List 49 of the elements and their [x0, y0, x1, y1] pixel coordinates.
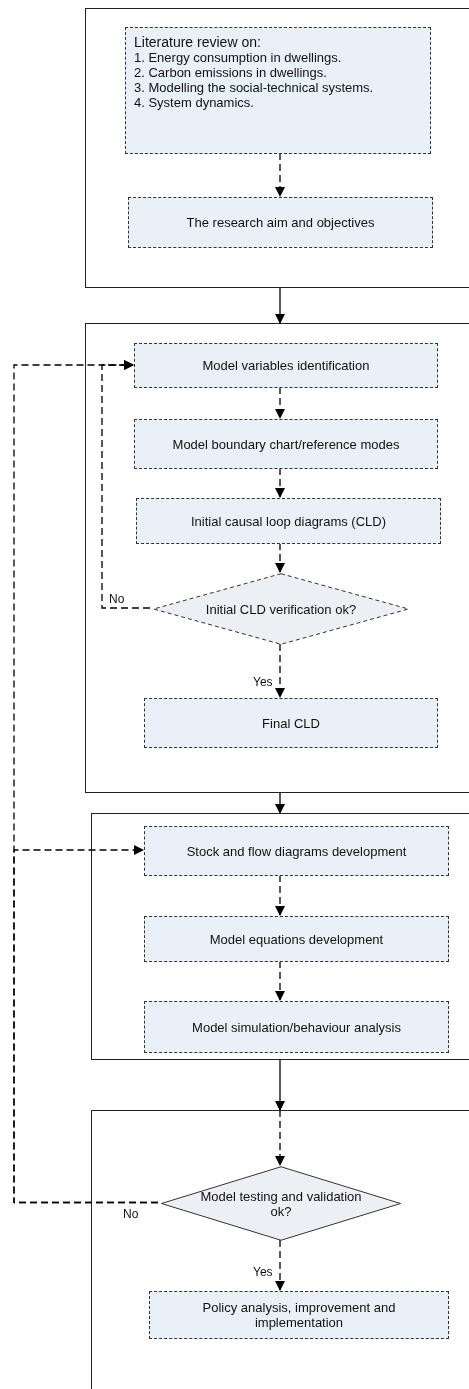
decision-diamond [159, 1166, 403, 1241]
decision-diamond [151, 573, 411, 645]
arrow [275, 792, 285, 814]
step-text: Stock and flow diagrams development [186, 843, 407, 859]
arrow [275, 1109, 285, 1166]
edge-label: Yes [252, 676, 274, 689]
step-text: Model testing and validation ok? [199, 1188, 363, 1219]
edge-label: No [108, 593, 126, 606]
step-text: Model boundary chart/reference modes [172, 436, 400, 452]
list-item: 4. System dynamics. [134, 95, 254, 110]
arrow [275, 152, 285, 197]
arrow [275, 960, 285, 1001]
arrow [275, 643, 285, 698]
process-box [149, 1291, 449, 1339]
step-text: Policy analysis, improvement and implementation [201, 1300, 397, 1330]
process-box [134, 419, 438, 469]
step-text: Initial causal loop diagrams (CLD) [190, 513, 387, 529]
process-box [144, 916, 449, 962]
stage-frame [91, 813, 469, 1060]
process-box [144, 698, 438, 748]
list-item: 3. Modelling the social-technical systems. [134, 80, 374, 95]
process-box [128, 197, 433, 248]
stage-frame [85, 323, 469, 793]
step-text: Final CLD [262, 715, 320, 731]
edge-label: No [122, 1208, 140, 1221]
arrow [275, 467, 285, 498]
step-text: The research aim and objectives [186, 215, 375, 230]
arrow [13, 360, 159, 1204]
step-text: Model equations development [209, 931, 384, 947]
stage-frame [85, 8, 469, 288]
process-box [144, 1001, 449, 1053]
arrow [275, 287, 285, 324]
process-box [136, 498, 441, 544]
process-box [134, 343, 438, 388]
process-box [125, 27, 431, 154]
heading-text: Literature review on: [134, 34, 261, 50]
step-text: Model variables identification [202, 358, 370, 373]
stage-frame [91, 1110, 469, 1389]
process-box [144, 826, 449, 876]
arrow [275, 1239, 285, 1291]
edge-label: Yes [252, 1266, 274, 1279]
arrow [275, 542, 285, 573]
arrow [275, 386, 285, 419]
list-item: 2. Carbon emissions in dwellings. [134, 65, 327, 80]
arrow [275, 874, 285, 916]
step-text: Initial CLD verification ok? [204, 601, 358, 617]
step-text: Model simulation/behaviour analysis [192, 1019, 401, 1035]
list-item: 1. Energy consumption in dwellings. [134, 50, 342, 65]
arrow [275, 1059, 285, 1111]
